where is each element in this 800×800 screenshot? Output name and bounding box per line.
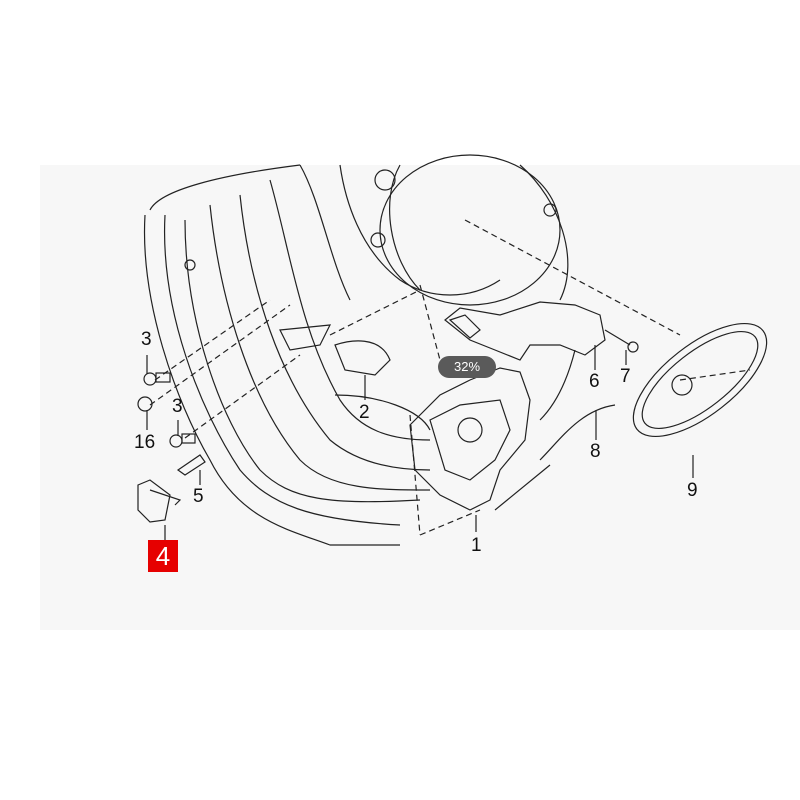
leader-lines xyxy=(146,345,694,540)
bracket-part-6 xyxy=(444,301,606,361)
part-4-striker-plate xyxy=(137,479,171,523)
part-label-3a: 3 xyxy=(141,329,152,350)
screws-and-plate xyxy=(137,372,206,523)
zoom-level-badge: 32% xyxy=(438,356,496,378)
screw-part-7 xyxy=(604,329,639,353)
part-label-6: 6 xyxy=(589,371,600,392)
part-label-5: 5 xyxy=(193,486,204,507)
part-label-16: 16 xyxy=(134,432,156,453)
door-frame-drawing xyxy=(143,154,569,546)
lock-actuator-part-1 xyxy=(409,367,551,511)
part-label-8: 8 xyxy=(590,441,601,462)
part-label-2: 2 xyxy=(359,402,370,423)
part-label-9: 9 xyxy=(687,480,698,501)
part-2-clip xyxy=(334,340,391,376)
cable-part-8 xyxy=(539,349,616,461)
dashed-leaders xyxy=(149,219,751,536)
part-label-1: 1 xyxy=(471,535,482,556)
part-label-3b: 3 xyxy=(172,396,183,417)
highlighted-part-label-4[interactable]: 4 xyxy=(148,540,178,572)
part-label-7: 7 xyxy=(620,366,631,387)
handle-part-9 xyxy=(632,322,768,438)
